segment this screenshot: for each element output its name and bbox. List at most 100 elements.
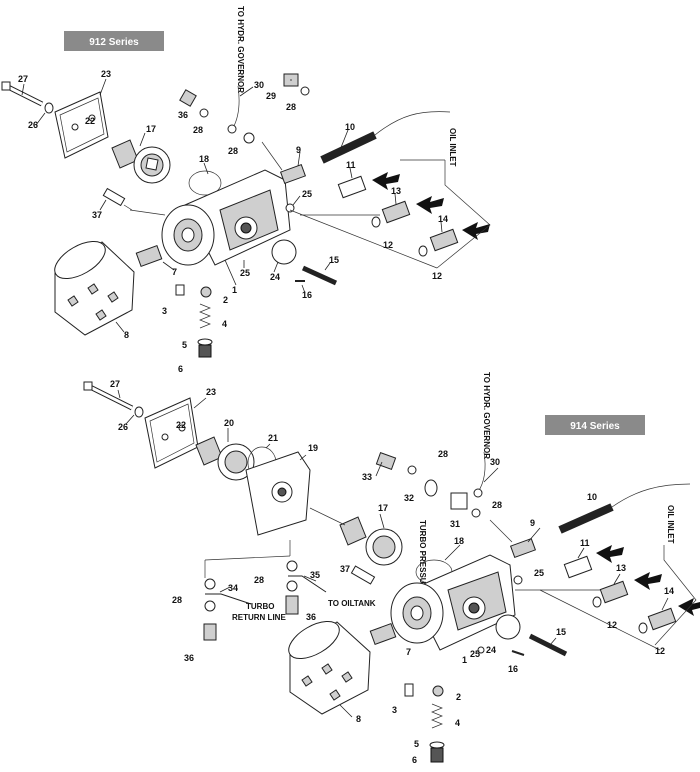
bolt-36a-914 (203, 623, 217, 641)
banjo-35 (288, 575, 327, 593)
oil-pressure-sensor-9 (279, 163, 307, 185)
series-914-group: 914 Series TO HYDR. GOVERNOR (83, 372, 700, 765)
callout-37: 37 (340, 564, 350, 574)
o-ring-24 (271, 239, 297, 265)
callout-23: 23 (206, 387, 216, 397)
sensor-cable-10 (320, 111, 451, 164)
washer-28-914-top (407, 465, 417, 475)
sensor-cable-10-914 (558, 483, 691, 534)
callout-4: 4 (222, 319, 227, 329)
callout-12b: 12 (655, 646, 665, 656)
badge-background (545, 415, 645, 435)
label-oil-inlet-914: OIL INLET (666, 505, 675, 544)
fitting-14 (429, 228, 459, 252)
washer-28-914-right (471, 508, 481, 518)
fitting-31 (450, 492, 468, 510)
callout-12b: 12 (432, 271, 442, 281)
callout-24: 24 (486, 645, 496, 655)
callout-9: 9 (530, 518, 535, 528)
banjo-fitting-30 (227, 124, 237, 134)
washer-26 (44, 102, 54, 114)
seal-12b (418, 245, 428, 257)
washer-5 (197, 338, 213, 346)
callout-14: 14 (664, 586, 674, 596)
relief-valve-assembly (175, 284, 213, 358)
washer-28d-914 (286, 580, 298, 592)
series-912-group: 912 Series TO HYDR. GOVERNOR (1, 6, 491, 374)
oil-pump-housing-18-914 (390, 554, 516, 651)
label-turbo-pressure: TURBO PRESSURE (418, 520, 427, 595)
badge-914-text: 914 Series (570, 421, 620, 432)
oil-pump-housing-18 (161, 169, 291, 266)
callout-18: 18 (454, 536, 464, 546)
callout-21: 21 (268, 433, 278, 443)
callout-26: 26 (118, 422, 128, 432)
oil-inlet-arrows (372, 172, 490, 240)
callout-34: 34 (228, 583, 238, 593)
callout-35: 35 (310, 570, 320, 580)
callout-13: 13 (391, 186, 401, 196)
label-to-hydr-governor: TO HYDR. GOVERNOR (236, 6, 245, 93)
banjo-34 (205, 593, 252, 605)
leader-lines-914 (117, 389, 669, 718)
callout-10: 10 (587, 492, 597, 502)
plug-6 (198, 344, 212, 358)
rotor-20 (195, 436, 255, 481)
label-turbo: TURBO (246, 602, 274, 611)
oil-inlet-arrows-914 (596, 545, 700, 616)
callout-6: 6 (178, 364, 183, 374)
callout-33: 33 (362, 472, 372, 482)
callout-17: 17 (378, 503, 388, 513)
washer-25a-914 (513, 575, 523, 585)
label-to-hydr-governor-914: TO HYDR. GOVERNOR (482, 372, 491, 459)
label-to-oiltank: TO OILTANK (328, 599, 376, 608)
callout-25b: 25 (470, 649, 480, 659)
callout-36b: 36 (306, 612, 316, 622)
temperature-sensor-37-914 (350, 565, 376, 585)
fitting-13-914 (599, 580, 629, 604)
series-914-badge: 914 Series (545, 415, 645, 435)
callout-28c: 28 (228, 146, 238, 156)
callout-28-right: 28 (492, 500, 502, 510)
washer-26-914 (134, 406, 144, 418)
callout-5: 5 (414, 739, 419, 749)
pin-3 (175, 284, 185, 296)
oil-filter-8 (54, 240, 135, 336)
callout-30: 30 (254, 80, 264, 90)
fitting-11-914 (563, 555, 593, 579)
callout-4: 4 (455, 718, 460, 728)
callout-16: 16 (302, 290, 312, 300)
seal-12b-914 (638, 622, 648, 634)
washer-25a (285, 203, 295, 213)
callout-27: 27 (110, 379, 120, 389)
callout-3: 3 (392, 705, 397, 715)
callout-12a: 12 (607, 620, 617, 630)
callout-15: 15 (556, 627, 566, 637)
callout-27: 27 (18, 74, 28, 84)
callout-10: 10 (345, 122, 355, 132)
banjo-32 (424, 479, 438, 497)
o-ring-24-914 (495, 614, 521, 640)
callout-31: 31 (450, 519, 460, 529)
callout-20: 20 (224, 418, 234, 428)
callout-28-top: 28 (438, 449, 448, 459)
callout-11: 11 (346, 160, 356, 170)
housing-19 (245, 451, 311, 536)
oil-pressure-sensor-9-914 (509, 537, 537, 559)
bolt-27-914 (83, 381, 134, 411)
callout-23: 23 (101, 69, 111, 79)
cover-plate-23-914 (144, 397, 199, 469)
spring-4 (199, 303, 211, 329)
callout-36a: 36 (184, 653, 194, 663)
callout-30: 30 (490, 457, 500, 467)
label-return-line: RETURN LINE (232, 613, 286, 622)
callout-6: 6 (412, 755, 417, 765)
callout-2: 2 (456, 692, 461, 702)
callout-24: 24 (270, 272, 280, 282)
callout-28-mid: 28 (254, 575, 264, 585)
washer-28a-914 (204, 578, 216, 590)
callout-36: 36 (178, 110, 188, 120)
oil-filter-nipple-7 (135, 245, 163, 267)
washer-28b (300, 86, 310, 96)
